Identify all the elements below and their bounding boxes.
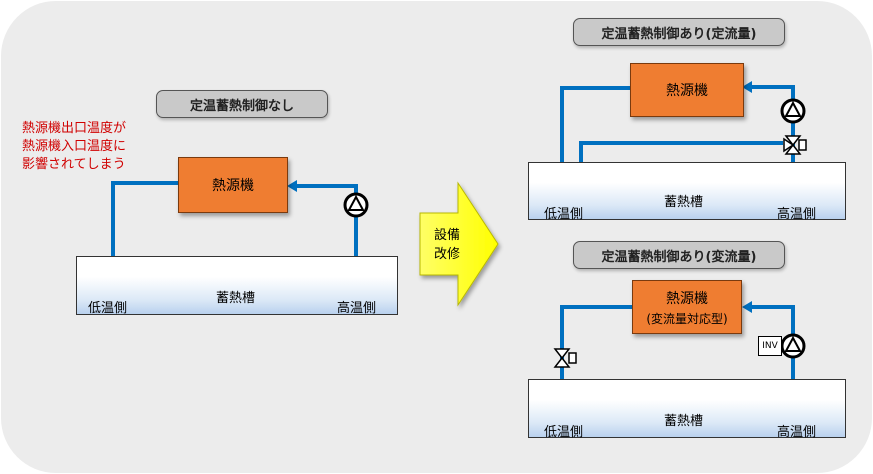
- left-title: 定温蓄熱制御なし: [156, 90, 328, 118]
- retrofit-label-line1: 設備: [434, 228, 461, 243]
- pump-icon: [780, 333, 806, 359]
- right-bottom-heat-source-sublabel: (変流量対応型): [646, 311, 728, 326]
- right-top-heat-source: 熱源機: [630, 63, 744, 117]
- left-heat-source: 熱源機: [178, 157, 288, 213]
- right-top-title: 定温蓄熱制御あり(定流量): [573, 18, 785, 46]
- left-low-side-label: 低温側: [88, 301, 128, 316]
- right-bottom-title-text: 定温蓄熱制御あり(変流量): [601, 249, 757, 265]
- inverter-box: INV: [758, 336, 782, 356]
- right-bottom-title: 定温蓄熱制御あり(変流量): [573, 241, 785, 269]
- inverter-label: INV: [762, 341, 778, 351]
- warning-note-line: 熱源機出口温度が: [22, 121, 127, 136]
- flow-arrow-icon: [742, 81, 752, 93]
- retrofit-arrow: [419, 181, 499, 307]
- right-bottom-tank-label: 蓄熱槽: [664, 414, 704, 429]
- left-title-text: 定温蓄熱制御なし: [189, 98, 294, 114]
- right-top-storage-tank: [528, 162, 846, 220]
- flow-arrow-icon: [742, 301, 752, 313]
- retrofit-label-line2: 改修: [434, 247, 461, 262]
- pump-icon: [343, 192, 369, 218]
- right-top-heat-source-label: 熱源機: [666, 83, 708, 99]
- two-way-valve-icon: [553, 348, 577, 368]
- three-way-valve-icon: [783, 135, 807, 155]
- right-bottom-heat-source: 熱源機 (変流量対応型): [632, 280, 742, 334]
- right-top-high-side-label: 高温側: [777, 207, 817, 222]
- right-bottom-low-side-label: 低温側: [544, 425, 584, 440]
- warning-note: 熱源機出口温度が 熱源機入口温度に 影響されてしまう: [22, 120, 126, 174]
- right-top-low-side-label: 低温側: [544, 207, 584, 222]
- right-top-tank-label: 蓄熱槽: [664, 195, 704, 210]
- left-heat-source-label: 熱源機: [212, 178, 254, 194]
- left-storage-tank: [76, 256, 398, 315]
- warning-note-line: 影響されてしまう: [22, 157, 126, 172]
- flow-arrow-icon: [287, 180, 297, 192]
- right-bottom-heat-source-label: 熱源機: [666, 290, 708, 307]
- right-bottom-high-side-label: 高温側: [777, 425, 817, 440]
- pump-icon: [780, 98, 806, 124]
- right-top-title-text: 定温蓄熱制御あり(定流量): [601, 26, 757, 42]
- left-high-side-label: 高温側: [337, 301, 377, 316]
- left-tank-label: 蓄熱槽: [216, 291, 256, 306]
- right-bottom-storage-tank: [528, 379, 846, 438]
- warning-note-line: 熱源機入口温度に: [22, 139, 127, 154]
